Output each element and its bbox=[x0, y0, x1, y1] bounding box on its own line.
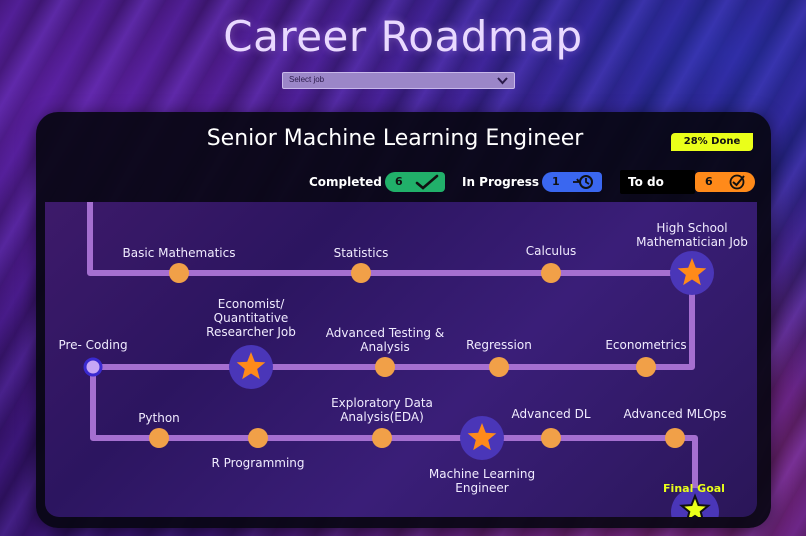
step-node[interactable] bbox=[665, 428, 685, 448]
history-clock-icon bbox=[573, 175, 593, 189]
step-node[interactable] bbox=[541, 263, 561, 283]
job-title: Senior Machine Learning Engineer bbox=[206, 126, 584, 151]
node-label: Calculus bbox=[525, 244, 577, 258]
step-node[interactable] bbox=[636, 357, 656, 377]
step-node[interactable] bbox=[489, 357, 509, 377]
job-select-placeholder: Select job bbox=[289, 75, 325, 84]
node-label: Python bbox=[138, 411, 180, 425]
todo-count-badge: 6 bbox=[695, 172, 755, 192]
completed-label: Completed bbox=[309, 175, 382, 189]
node-label: Regression bbox=[466, 338, 532, 352]
in-progress-label: In Progress bbox=[462, 175, 540, 189]
star-icon bbox=[677, 258, 707, 286]
final-goal-label: Final Goal bbox=[663, 482, 725, 495]
step-node[interactable] bbox=[149, 428, 169, 448]
node-label: R Programming bbox=[211, 456, 305, 470]
step-node[interactable] bbox=[372, 428, 392, 448]
step-node[interactable] bbox=[351, 263, 371, 283]
progress-badge: 28% Done bbox=[671, 133, 753, 151]
todo-label: To do bbox=[628, 175, 664, 189]
check-circle-icon bbox=[729, 174, 745, 190]
node-label: Basic Mathematics bbox=[122, 246, 236, 260]
todo-box bbox=[620, 170, 695, 194]
step-node[interactable] bbox=[541, 428, 561, 448]
roadmap-area bbox=[45, 202, 757, 517]
node-label: Advanced Testing &Analysis bbox=[325, 326, 445, 354]
in-progress-count-badge: 1 bbox=[542, 172, 602, 192]
step-node[interactable] bbox=[248, 428, 268, 448]
chevron-down-icon bbox=[497, 77, 508, 85]
job-select-dropdown[interactable]: Select job bbox=[282, 72, 515, 89]
node-label: Pre- Coding bbox=[58, 338, 128, 352]
step-node[interactable] bbox=[169, 263, 189, 283]
todo-count: 6 bbox=[705, 175, 713, 188]
node-label: Econometrics bbox=[605, 338, 687, 352]
star-icon bbox=[467, 423, 497, 451]
node-label: Advanced DL bbox=[511, 407, 591, 421]
final-star-icon bbox=[679, 493, 711, 517]
start-node[interactable] bbox=[83, 357, 103, 377]
completed-count: 6 bbox=[395, 175, 403, 188]
roadmap-path bbox=[83, 202, 719, 517]
star-icon bbox=[236, 352, 266, 380]
node-label: Advanced MLOps bbox=[623, 407, 727, 421]
in-progress-count: 1 bbox=[552, 175, 560, 188]
node-label: Statistics bbox=[333, 246, 389, 260]
check-icon bbox=[415, 174, 439, 190]
step-node[interactable] bbox=[375, 357, 395, 377]
completed-count-badge: 6 bbox=[385, 172, 445, 192]
page-title: Career Roadmap bbox=[223, 12, 583, 61]
